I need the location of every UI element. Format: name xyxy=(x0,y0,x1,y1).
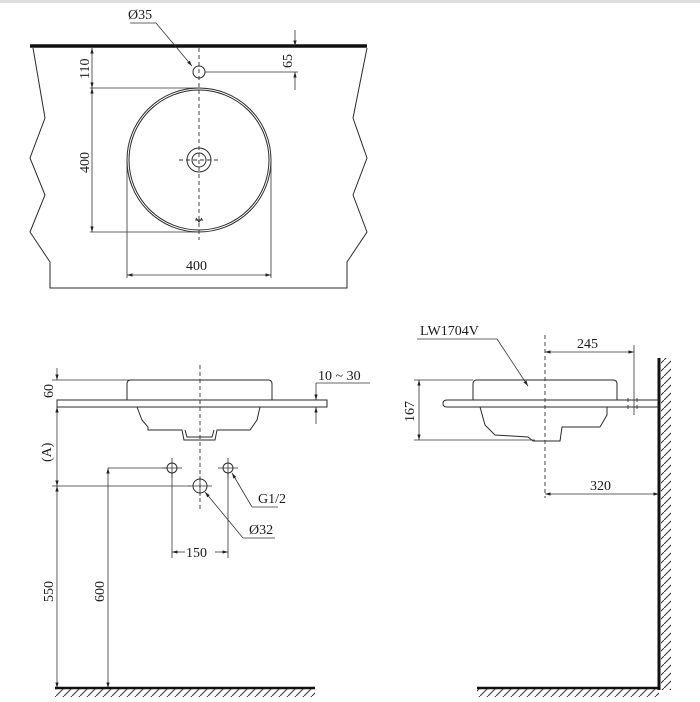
counter-thickness-label: 10 ~ 30 xyxy=(318,369,361,384)
top-view: Ø35 110 400 400 65 xyxy=(29,8,368,289)
supply-height-label: 600 xyxy=(93,581,108,602)
top-border xyxy=(0,0,700,3)
drain-diameter-label: Ø32 xyxy=(249,523,273,538)
side-view: 245 320 167 LW1704V xyxy=(403,324,671,697)
center-to-wall-label: 320 xyxy=(590,479,611,494)
model-label: LW1704V xyxy=(420,324,479,339)
total-height-label: 167 xyxy=(403,401,418,422)
bowl-width-label: 400 xyxy=(186,259,207,274)
drain-height-label: 550 xyxy=(42,581,57,602)
floor-hatching xyxy=(55,689,315,697)
countertop xyxy=(56,399,328,408)
counter-outline xyxy=(29,47,368,289)
counter-edge-offset-label: 65 xyxy=(281,54,296,68)
variable-height-label: (A) xyxy=(40,442,55,462)
countertop xyxy=(442,399,659,408)
floor-hatching xyxy=(477,689,659,697)
wall-hatching xyxy=(661,358,671,690)
basin-body xyxy=(479,406,608,442)
faucet-to-wall-label: 245 xyxy=(577,337,598,352)
basin-body xyxy=(136,406,261,441)
bowl-depth-label: 400 xyxy=(78,152,93,173)
rim-height-label: 60 xyxy=(42,384,57,398)
supply-spacing-label: 150 xyxy=(186,546,207,561)
faucet-offset-label: 110 xyxy=(78,59,93,79)
front-view: 60 10 ~ 30 (A) 550 600 150 G1/2 Ø32 xyxy=(40,365,370,697)
supply-thread-label: G1/2 xyxy=(258,492,286,507)
faucet-hole-diameter-label: Ø35 xyxy=(128,8,152,23)
basin-rim xyxy=(472,379,618,400)
basin-rim xyxy=(126,379,273,400)
